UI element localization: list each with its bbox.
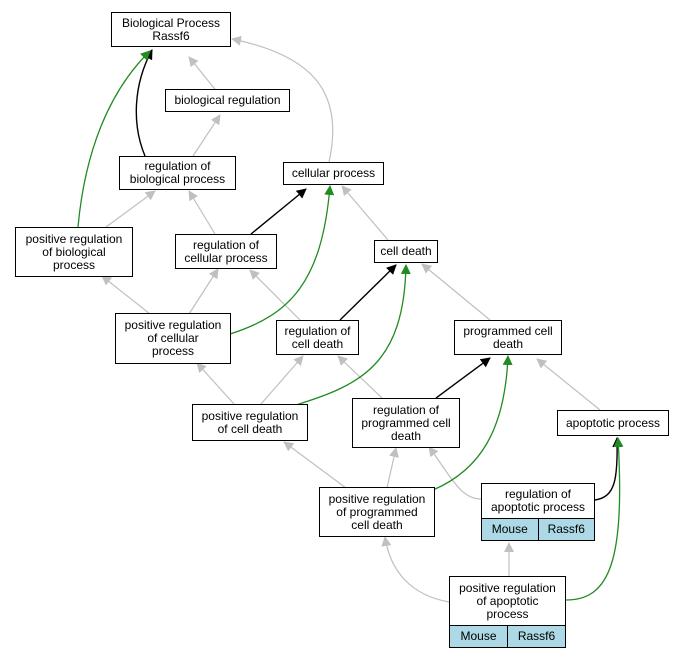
node-programmed-cell-death[interactable]: programmed cell death (454, 320, 562, 355)
annotation-row: Mouse Rassf6 (449, 626, 566, 648)
edge-positively-regulates (432, 355, 513, 491)
edge-positively-regulates (295, 264, 411, 406)
edge-is-a (231, 35, 334, 163)
edge-is-a (421, 263, 491, 321)
node-label: regulation of programmed cell death (361, 402, 451, 443)
species-tag[interactable]: Mouse (450, 626, 507, 647)
gene-tag[interactable]: Rassf6 (537, 519, 594, 540)
node-positive-regulation-of-programmed-cell-death[interactable]: positive regulation of programmed cell d… (319, 487, 435, 537)
edge-is-a (341, 185, 389, 241)
node-label: cellular process (291, 166, 376, 180)
species-tag[interactable]: Mouse (482, 519, 538, 540)
node-label: positive regulation of programmed cell d… (328, 491, 426, 532)
node-label: positive regulation of cell death (201, 408, 299, 436)
node-regulation-of-programmed-cell-death[interactable]: regulation of programmed cell death (352, 398, 460, 448)
node-label: positive regulation of biological proces… (25, 231, 123, 272)
edge-is-a (260, 355, 304, 405)
edge-is-a (188, 268, 219, 315)
edge-is-a (249, 269, 301, 321)
edge-is-a (101, 275, 151, 315)
edge-is-a (105, 190, 156, 228)
edge-is-a (283, 441, 347, 489)
node-label: cell death (380, 244, 432, 258)
edge-regulates (250, 188, 307, 235)
node-positive-regulation-of-cell-death[interactable]: positive regulation of cell death (192, 404, 308, 441)
node-regulation-of-biological-process[interactable]: regulation of biological process (119, 156, 236, 190)
node-positive-regulation-of-apoptotic-process[interactable]: positive regulation of apoptotic process (449, 576, 566, 626)
node-label: apoptotic process (565, 415, 661, 430)
node-label: regulation of cell death (284, 323, 351, 351)
edge-is-a (536, 358, 601, 411)
edge-positively-regulates (565, 437, 624, 601)
edge-is-a (196, 362, 235, 405)
node-positive-regulation-of-cellular-process[interactable]: positive regulation of cellular process (115, 313, 231, 364)
edge-is-a (192, 114, 221, 157)
node-regulation-of-cellular-process[interactable]: regulation of cellular process (175, 234, 277, 269)
edge-positively-regulates (229, 185, 335, 335)
edge-is-a (381, 536, 450, 603)
edge-regulates (339, 264, 397, 321)
gene-tag[interactable]: Rassf6 (507, 626, 565, 647)
node-label: biological regulation (174, 93, 281, 107)
edge-positively-regulates (77, 50, 151, 228)
edge-regulates (435, 357, 491, 399)
node-label: regulation of apoptotic process (490, 487, 586, 514)
edge-is-a (386, 447, 399, 489)
node-label: regulation of cellular process (184, 237, 268, 265)
edge-is-a (428, 446, 482, 500)
edge-is-a (188, 56, 219, 94)
node-cellular-process[interactable]: cellular process (283, 162, 384, 185)
edge-is-a (188, 190, 216, 235)
node-biological-regulation[interactable]: biological regulation (165, 89, 290, 112)
node-label: regulation of biological process (129, 159, 226, 186)
edge-regulates (594, 437, 623, 501)
node-apoptotic-process[interactable]: apoptotic process (557, 410, 669, 436)
node-regulation-of-cell-death[interactable]: regulation of cell death (276, 320, 359, 355)
node-regulation-of-apoptotic-process[interactable]: regulation of apoptotic process (481, 483, 595, 519)
node-cell-death[interactable]: cell death (374, 240, 438, 263)
node-label: Biological Process Rassf6 (121, 15, 221, 43)
node-label: positive regulation of apoptotic process (459, 580, 556, 621)
node-label: positive regulation of cellular process (124, 318, 222, 358)
node-positive-regulation-of-biological-process[interactable]: positive regulation of biological proces… (15, 227, 133, 277)
node-biological-process[interactable]: Biological Process Rassf6 (111, 12, 231, 47)
annotation-row: Mouse Rassf6 (481, 519, 595, 541)
node-label: programmed cell death (463, 323, 553, 351)
edge-regulates (135, 49, 153, 157)
